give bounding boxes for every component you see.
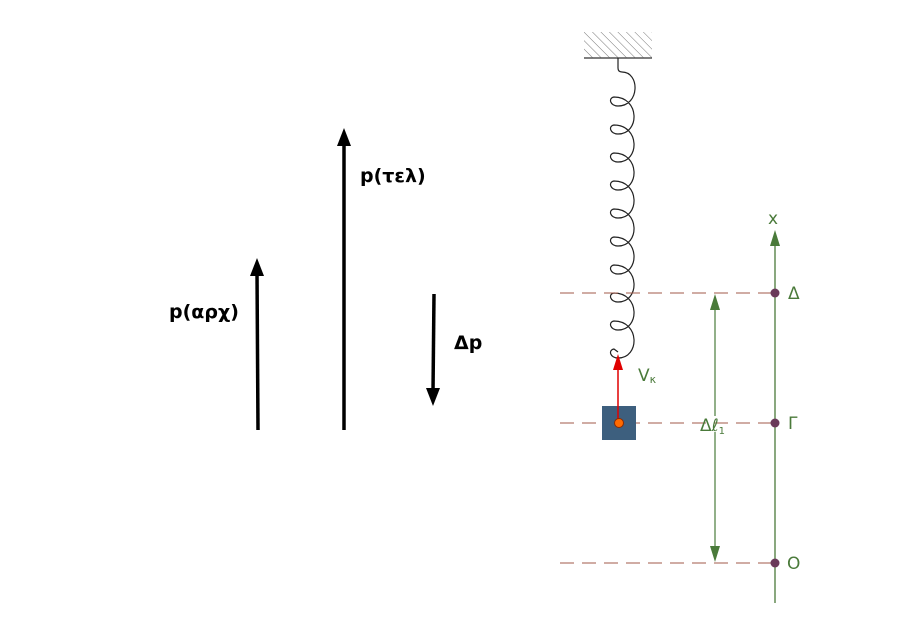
extension-label: Δℓ1 <box>700 416 725 437</box>
point-delta-label: Δ <box>788 284 800 304</box>
spring <box>609 58 636 359</box>
point-delta <box>770 288 780 298</box>
p-final-label: p(τελ) <box>360 165 426 187</box>
x-axis-label: x <box>768 209 778 229</box>
velocity-arrow <box>613 354 623 422</box>
delta-p-vector <box>426 293 440 406</box>
p-final-vector <box>337 128 351 430</box>
x-axis <box>770 230 780 603</box>
point-gamma <box>770 418 780 428</box>
p-initial-vector <box>250 258 264 431</box>
extension-dimension <box>710 294 720 562</box>
delta-p-label: Δp <box>454 332 482 354</box>
ceiling-support <box>584 32 652 59</box>
point-gamma-label: Γ <box>788 414 798 434</box>
point-origin-label: O <box>787 554 800 574</box>
block-center-dot <box>614 418 624 428</box>
velocity-label: Vκ <box>638 366 657 386</box>
point-origin <box>770 558 780 568</box>
p-initial-label: p(αρχ) <box>169 301 239 323</box>
